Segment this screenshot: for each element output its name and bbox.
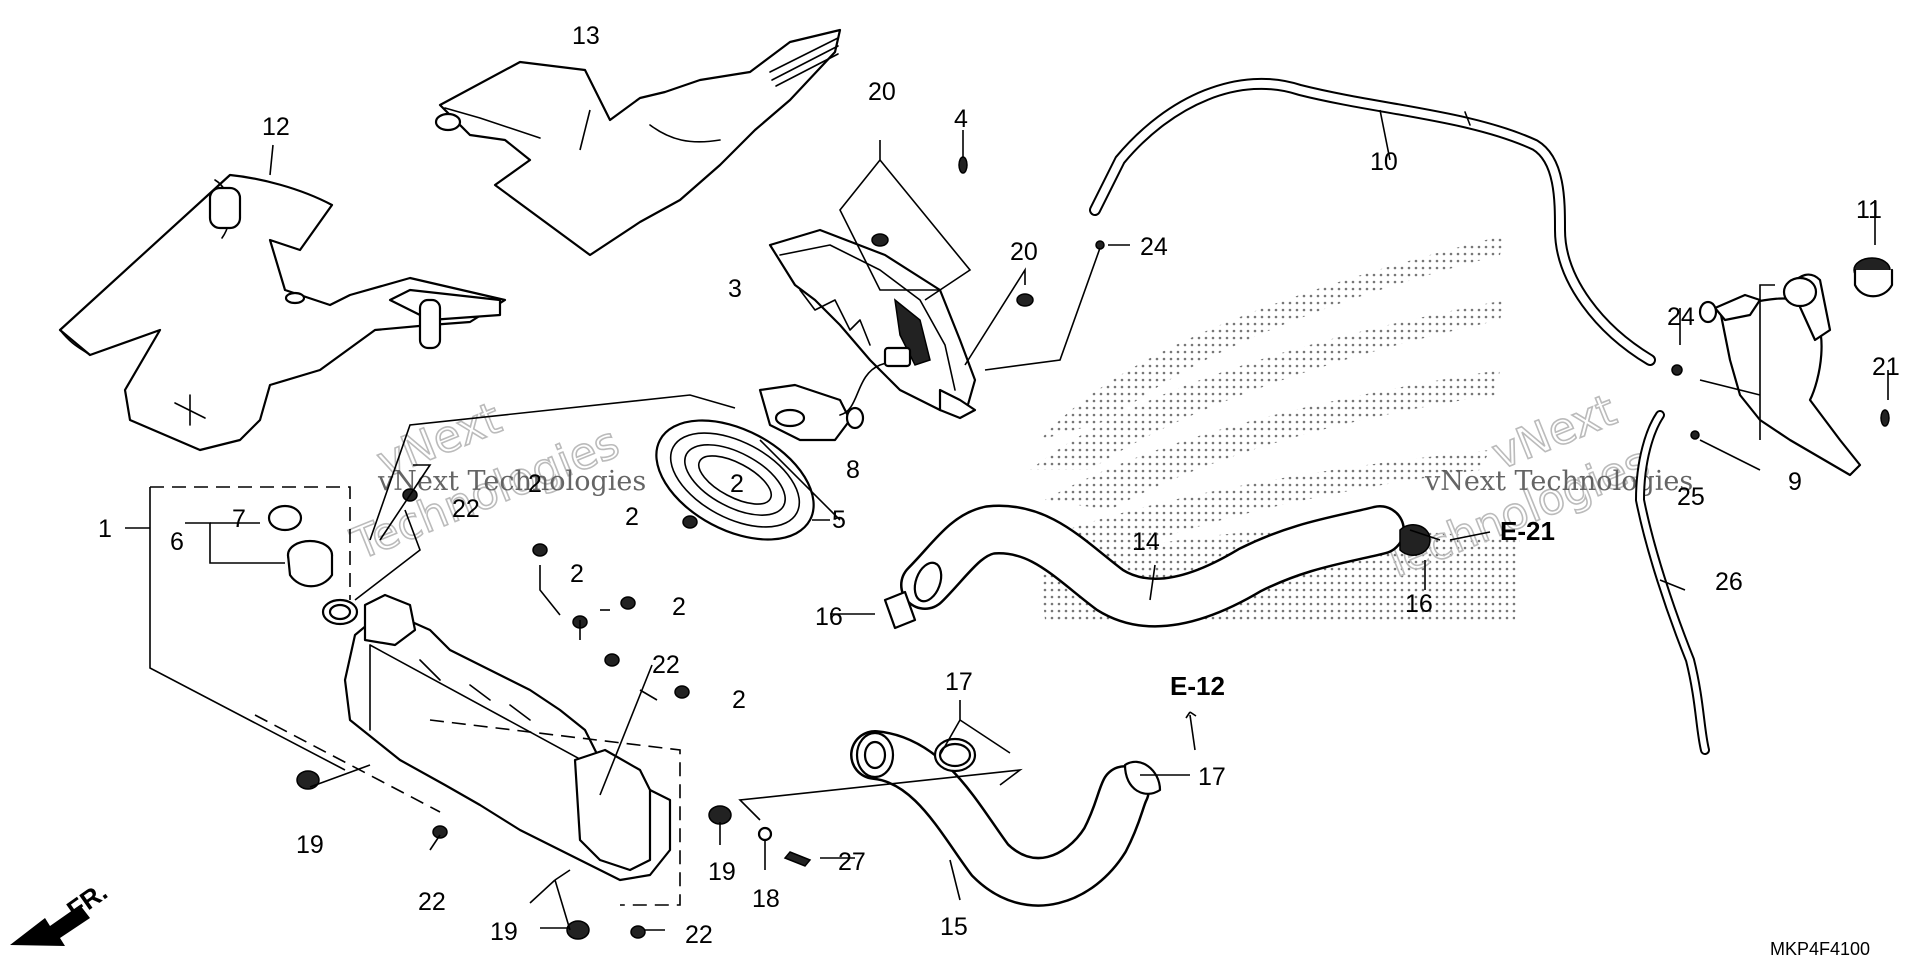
callout-10: 10 bbox=[1370, 148, 1398, 176]
callout-2: 2 bbox=[730, 470, 744, 498]
part-10-overflow-hose bbox=[1089, 77, 1656, 366]
callout-19: 19 bbox=[490, 918, 518, 946]
callout-2: 2 bbox=[672, 593, 686, 621]
callout-2: 2 bbox=[732, 686, 746, 714]
callout-16: 16 bbox=[815, 603, 843, 631]
callout-17: 17 bbox=[945, 668, 973, 696]
callout-8: 8 bbox=[846, 456, 860, 484]
callout-7: 7 bbox=[232, 505, 246, 533]
callout-24: 24 bbox=[1140, 233, 1168, 261]
reference-e12: E-12 bbox=[1170, 671, 1225, 701]
callout-22: 22 bbox=[418, 888, 446, 916]
callout-21: 21 bbox=[1872, 353, 1900, 381]
reference-e21: E-21 bbox=[1500, 516, 1555, 546]
diagram-code: MKP4F4100 bbox=[1770, 939, 1870, 959]
part-12-cover-plate bbox=[58, 173, 507, 452]
callout-5: 5 bbox=[832, 506, 846, 534]
callout-19: 19 bbox=[296, 831, 324, 859]
callout-14: 14 bbox=[1132, 528, 1160, 556]
callout-22: 22 bbox=[652, 651, 680, 679]
callout-12: 12 bbox=[262, 113, 290, 141]
part-13-upper-cover bbox=[434, 28, 842, 257]
callout-2: 2 bbox=[528, 470, 542, 498]
callout-18: 18 bbox=[752, 885, 780, 913]
callout-22: 22 bbox=[452, 495, 480, 523]
callout-20: 20 bbox=[868, 78, 896, 106]
part-5-fan bbox=[655, 419, 815, 541]
callout-19: 19 bbox=[708, 858, 736, 886]
callout-17: 17 bbox=[1198, 763, 1226, 791]
callout-27: 27 bbox=[838, 848, 866, 876]
watermark-text-right: vNext Technologies bbox=[1424, 466, 1693, 497]
callout-25: 25 bbox=[1677, 483, 1705, 511]
callout-2: 2 bbox=[570, 560, 584, 588]
part-6-radiator-cap bbox=[286, 539, 334, 588]
callout-16: 16 bbox=[1405, 590, 1433, 618]
callout-9: 9 bbox=[1788, 468, 1802, 496]
part-11-tank-cap bbox=[1853, 257, 1894, 298]
front-direction-arrow: FR. bbox=[10, 876, 113, 946]
part-8-fan-motor bbox=[758, 346, 912, 442]
part-14-upper-hose bbox=[900, 504, 1405, 628]
callout-2: 2 bbox=[625, 503, 639, 531]
callout-1: 1 bbox=[98, 515, 112, 543]
callout-24: 24 bbox=[1667, 303, 1695, 331]
callout-3: 3 bbox=[728, 275, 742, 303]
part-15-lower-hose bbox=[850, 730, 1150, 907]
part-1-radiator bbox=[321, 593, 672, 882]
watermark-text-left: vNext Technologies bbox=[377, 466, 646, 497]
callout-26: 26 bbox=[1715, 568, 1743, 596]
callout-20: 20 bbox=[1010, 238, 1038, 266]
callout-22: 22 bbox=[685, 921, 713, 949]
callout-numbers: 1 2 2 2 2 2 2 3 4 5 6 7 8 9 10 11 12 13 … bbox=[98, 22, 1900, 949]
callout-13: 13 bbox=[572, 22, 600, 50]
callout-11: 11 bbox=[1856, 196, 1882, 224]
callout-4: 4 bbox=[954, 105, 968, 133]
part-3-fan-shroud bbox=[768, 228, 977, 420]
leader-lines bbox=[125, 109, 1889, 931]
part-9-reserve-tank bbox=[1698, 273, 1862, 477]
callout-6: 6 bbox=[170, 528, 184, 556]
callout-15: 15 bbox=[940, 913, 968, 941]
part-7-seal bbox=[267, 504, 303, 532]
